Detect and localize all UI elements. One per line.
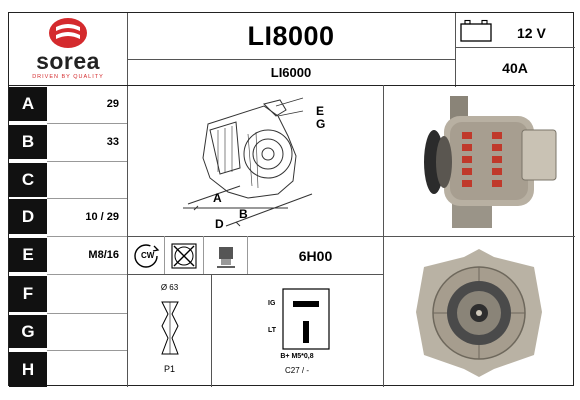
row-value-f bbox=[47, 276, 127, 312]
diagram-label-g: G bbox=[316, 117, 326, 131]
rotation-cw-icon bbox=[128, 237, 164, 274]
diagram-label-a: A bbox=[213, 191, 222, 205]
connector-terminal: B+ M5*0,8 bbox=[280, 353, 314, 360]
no-fan-icon bbox=[165, 237, 203, 274]
row-letter-a: A bbox=[9, 87, 47, 121]
brand-name: sorea bbox=[36, 48, 100, 74]
connector-plug-icon bbox=[281, 287, 331, 351]
brand-tagline: DRIVEN BY QUALITY bbox=[32, 74, 104, 80]
pulley-type: P1 bbox=[163, 364, 175, 374]
voltage: 12 V bbox=[517, 25, 546, 41]
alternator-side-photo bbox=[384, 86, 575, 236]
pulley-icon bbox=[128, 297, 211, 359]
brand-logo: sorea DRIVEN BY QUALITY bbox=[9, 13, 127, 85]
product-sheet: sorea DRIVEN BY QUALITY LI8000 LI6000 12… bbox=[8, 12, 575, 387]
row-value-h bbox=[47, 352, 127, 387]
row-value-b: 33 bbox=[106, 136, 119, 148]
row-value-c bbox=[47, 163, 127, 197]
row-value-g bbox=[47, 315, 127, 348]
amperage: 40A bbox=[502, 60, 528, 76]
row-letter-g: G bbox=[9, 315, 47, 348]
pulley-diameter: Ø 63 bbox=[160, 283, 179, 292]
battery-icon bbox=[459, 19, 495, 43]
row-value-e: M8/16 bbox=[88, 249, 119, 261]
row-letter-f: F bbox=[9, 276, 47, 312]
row-letter-b: B bbox=[9, 125, 47, 159]
diagram-label-d: D bbox=[215, 217, 224, 231]
part-number: LI8000 bbox=[247, 20, 335, 51]
regulator-icon bbox=[204, 237, 247, 274]
rotation-label: CW bbox=[141, 251, 155, 260]
connector-lt-label: LT bbox=[268, 327, 277, 334]
connector-ig-label: IG bbox=[268, 300, 276, 307]
row-letter-e: E bbox=[9, 238, 47, 272]
connector-code: C27 / - bbox=[284, 366, 309, 375]
row-value-a: 29 bbox=[106, 98, 119, 110]
dimension-diagram: E G A B D bbox=[128, 86, 383, 236]
row-letter-d: D bbox=[9, 199, 47, 234]
alternator-front-photo bbox=[384, 237, 575, 387]
row-letter-c: C bbox=[9, 163, 47, 197]
diagram-label-b: B bbox=[239, 207, 248, 221]
row-letter-h: H bbox=[9, 352, 47, 387]
clock-position: 6H00 bbox=[298, 247, 333, 264]
alt-part-number: LI6000 bbox=[270, 64, 312, 80]
diagram-label-e: E bbox=[316, 104, 325, 118]
sorea-logo-icon bbox=[49, 18, 87, 48]
row-value-d: 10 / 29 bbox=[85, 210, 119, 223]
